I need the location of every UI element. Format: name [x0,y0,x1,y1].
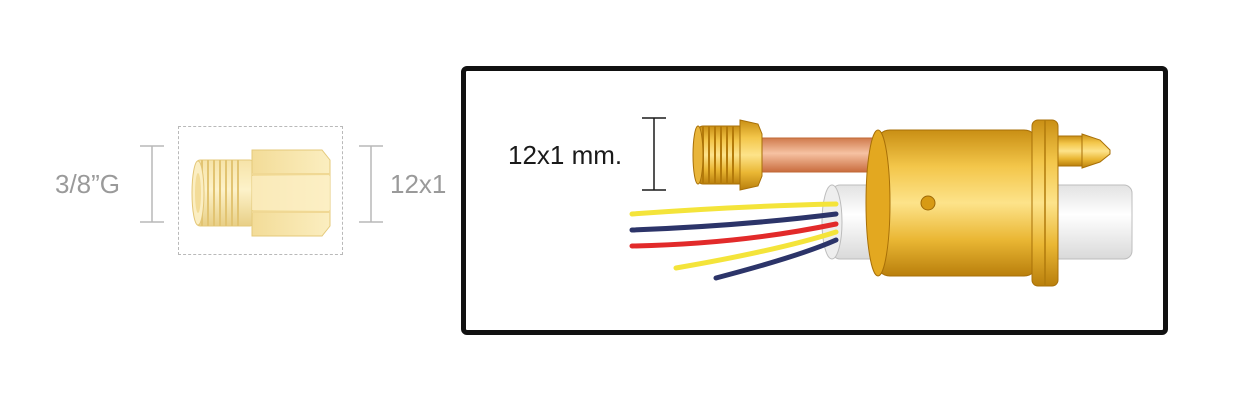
right-dimension-marker [359,145,383,223]
adapter-outline-box [178,126,343,255]
rear-nozzle [1057,133,1111,169]
thread-size-right-label: 12x1 [390,169,447,199]
body-collar [1031,119,1059,287]
threaded-nipple [692,119,763,191]
thread-size-left-label: 3/8”G [55,169,121,199]
adapter-threaded-end [191,159,255,227]
thread-dimension-marker [642,117,666,191]
detail-frame [461,66,1168,335]
adapter-hex-body [251,149,331,237]
thread-dimension-label: 12x1 mm. [508,140,623,170]
left-dimension-marker [140,145,164,223]
brass-body [865,129,1039,277]
control-wires [629,201,839,281]
